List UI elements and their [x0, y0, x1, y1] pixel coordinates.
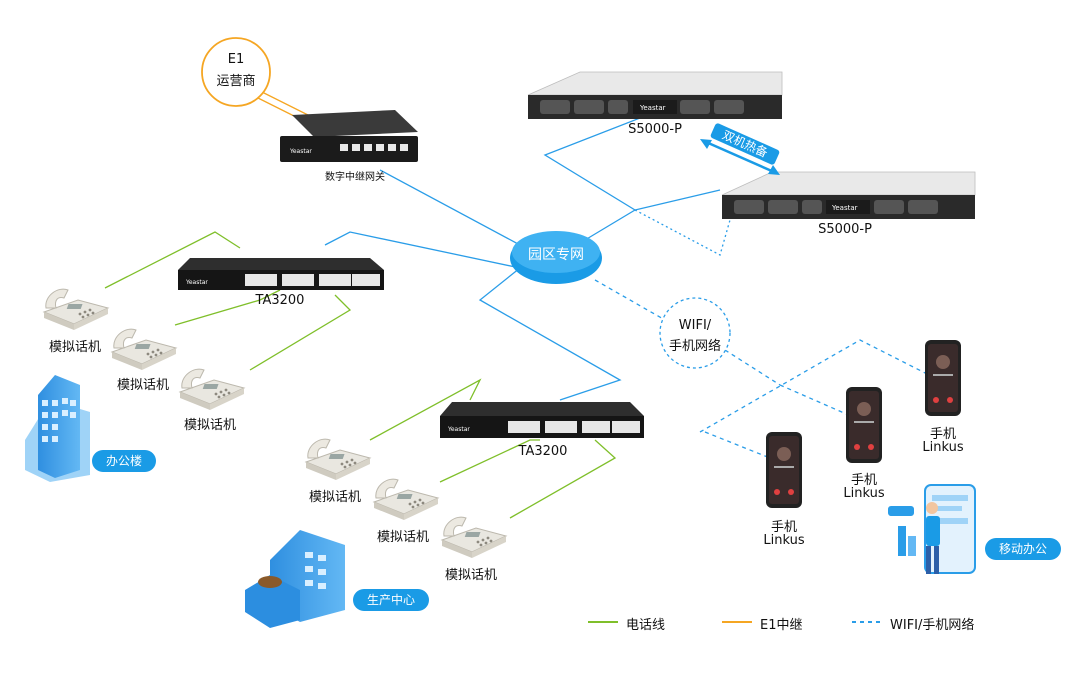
link-ta-top-hub	[324, 231, 521, 269]
link-server-backup-dotted	[634, 209, 731, 256]
analog-phone-icon	[42, 288, 110, 330]
link-hub-ta-bottom	[478, 267, 622, 401]
mobile-office-badge: 移动办公	[985, 538, 1061, 560]
mobile-office-illustration	[888, 484, 976, 574]
svg-text:Yeastar: Yeastar	[447, 426, 470, 433]
link-hub-server-primary	[543, 117, 641, 241]
ta-top-label: TA3200	[255, 293, 305, 308]
ta-bottom-device: Yeastar	[440, 402, 644, 438]
mobile-label-3a: 手机	[929, 427, 956, 442]
mobile-phone-icon	[925, 340, 961, 416]
analog-phone-icon	[372, 478, 440, 520]
phone-top-label-1: 模拟话机	[48, 340, 101, 355]
svg-text:Yeastar: Yeastar	[831, 204, 858, 212]
analog-phone-icon	[178, 368, 246, 410]
svg-text:Yeastar: Yeastar	[185, 279, 208, 286]
phone-top-label-2: 模拟话机	[116, 378, 169, 393]
link-gateway-hub	[379, 169, 521, 246]
server-primary-label: S5000-P	[628, 122, 682, 137]
mobile-label-1b: Linkus	[763, 533, 805, 548]
analog-phone-icon	[440, 516, 508, 558]
legend-phone-line: 电话线	[626, 618, 666, 633]
analog-phone-icon	[110, 328, 178, 370]
phone-lines-bottom	[369, 378, 617, 519]
link-hub-server-backup	[634, 189, 721, 211]
production-building-icon	[245, 530, 345, 628]
campus-network-label: 园区专网	[528, 247, 584, 263]
phone-bottom-label-3: 模拟话机	[444, 568, 497, 583]
mobile-label-3b: Linkus	[922, 440, 964, 455]
campus-network-hub	[510, 231, 602, 284]
mobile-phone-icon	[846, 387, 882, 463]
ta-top-device: Yeastar	[178, 258, 384, 290]
digital-gateway-label: 数字中继网关	[325, 172, 385, 183]
server-primary-device: Yeastar	[527, 71, 783, 119]
e1-provider-circle	[201, 37, 271, 107]
network-links	[324, 117, 721, 401]
office-building-icon	[25, 375, 90, 482]
office-badge: 办公楼	[92, 450, 156, 472]
wifi-cloud	[659, 297, 731, 369]
mobile-label-2a: 手机	[850, 473, 877, 488]
mobile-label-1a: 手机	[770, 520, 797, 535]
ta-bottom-label: TA3200	[518, 444, 568, 459]
phone-bottom-label-2: 模拟话机	[376, 530, 429, 545]
phone-top-label-3: 模拟话机	[183, 418, 236, 433]
mobile-label-2b: Linkus	[843, 486, 885, 501]
analog-phone-icon	[304, 438, 372, 480]
wifi-cloud-label-2: 手机网络	[668, 339, 721, 354]
phone-bottom-label-1: 模拟话机	[308, 490, 361, 505]
mobile-phone-icon	[766, 432, 802, 508]
production-badge: 生产中心	[353, 589, 429, 611]
digital-gateway-device: Yeastar	[280, 110, 418, 162]
legend-wifi: WIFI/手机网络	[890, 618, 975, 633]
legend-e1-trunk: E1中继	[760, 618, 803, 633]
hot-standby-arrow	[700, 139, 780, 175]
phone-lines-top	[104, 231, 352, 371]
e1-provider-label-2: 运营商	[216, 74, 256, 89]
e1-provider-label-1: E1	[227, 52, 245, 67]
server-backup-label: S5000-P	[818, 222, 872, 237]
svg-text:Yeastar: Yeastar	[639, 104, 666, 112]
wifi-cloud-label-1: WIFI/	[678, 318, 712, 333]
server-backup-device: Yeastar	[721, 171, 976, 219]
gateway-brand: Yeastar	[289, 148, 312, 155]
